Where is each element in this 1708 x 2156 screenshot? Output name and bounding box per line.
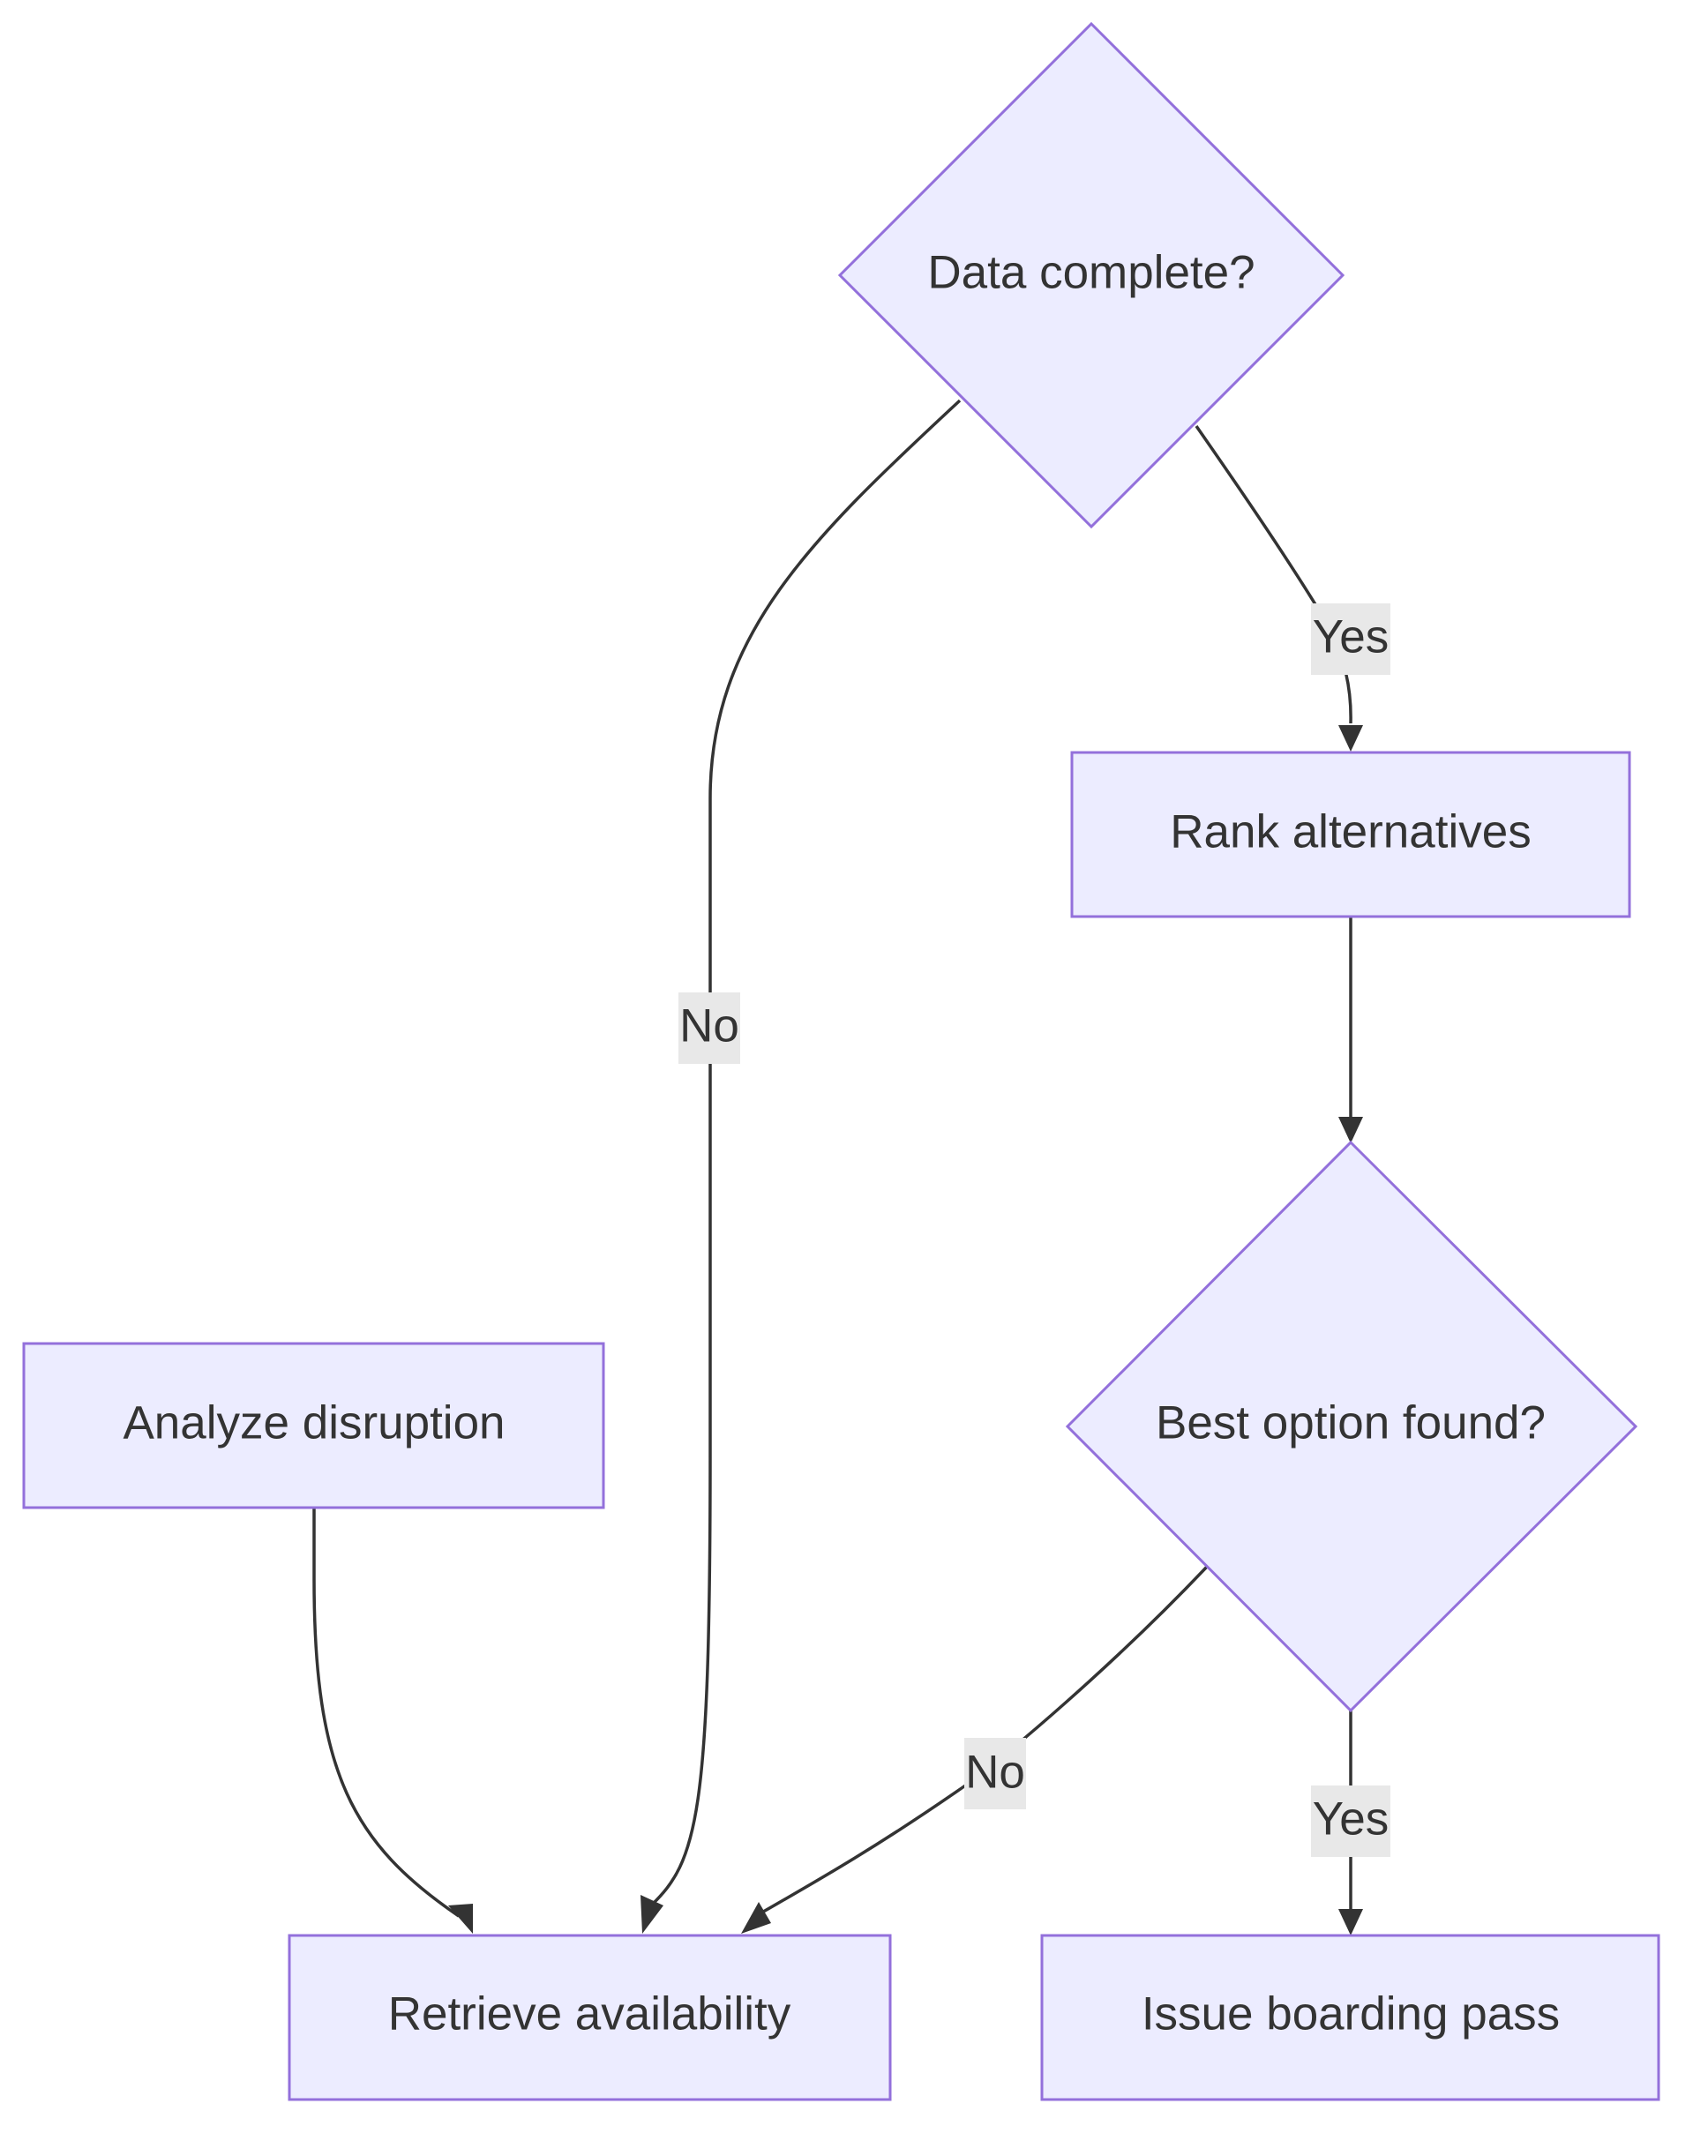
edge-label-data-complete-yes: Yes	[1311, 603, 1390, 675]
svg-text:Retrieve availability: Retrieve availability	[388, 1988, 791, 2040]
svg-text:Best option found?: Best option found?	[1156, 1397, 1546, 1449]
svg-text:Issue boarding pass: Issue boarding pass	[1142, 1988, 1560, 2040]
edge-analyze-to-retrieve	[312, 1508, 460, 1918]
edge-label-best-option-yes: Yes	[1311, 1785, 1390, 1857]
svg-text:Analyze disruption: Analyze disruption	[123, 1397, 505, 1449]
arrowhead-rank-alternatives	[1338, 725, 1363, 752]
arrowhead-retrieve-from-data-complete	[640, 1895, 663, 1934]
node-issue-boarding-pass: Issue boarding pass	[1040, 1934, 1660, 2101]
svg-text:No: No	[965, 1747, 1025, 1799]
svg-text:Data complete?: Data complete?	[927, 247, 1255, 299]
node-data-complete: Data complete?	[837, 21, 1345, 529]
node-rank-alternatives: Rank alternatives	[1070, 751, 1631, 918]
edge-label-data-complete-no: No	[678, 992, 740, 1064]
edge-data-complete-to-rank-alternatives	[1195, 425, 1352, 724]
arrowhead-retrieve-from-best-option	[741, 1902, 771, 1934]
edge-data-complete-to-retrieve-availability	[649, 399, 962, 1907]
svg-text:Rank alternatives: Rank alternatives	[1170, 806, 1531, 858]
node-retrieve-availability: Retrieve availability	[288, 1934, 892, 2101]
svg-text:No: No	[679, 1000, 739, 1052]
node-best-option-found: Best option found?	[1065, 1140, 1638, 1713]
arrowhead-issue-boarding-pass	[1338, 1909, 1363, 1935]
arrowhead-best-option	[1338, 1117, 1363, 1143]
node-analyze-disruption: Analyze disruption	[22, 1342, 605, 1509]
svg-text:Yes: Yes	[1313, 611, 1389, 663]
arrowhead-retrieve-from-analyze	[448, 1904, 473, 1934]
edge-label-best-option-no: No	[964, 1738, 1026, 1809]
svg-text:Yes: Yes	[1313, 1793, 1389, 1845]
